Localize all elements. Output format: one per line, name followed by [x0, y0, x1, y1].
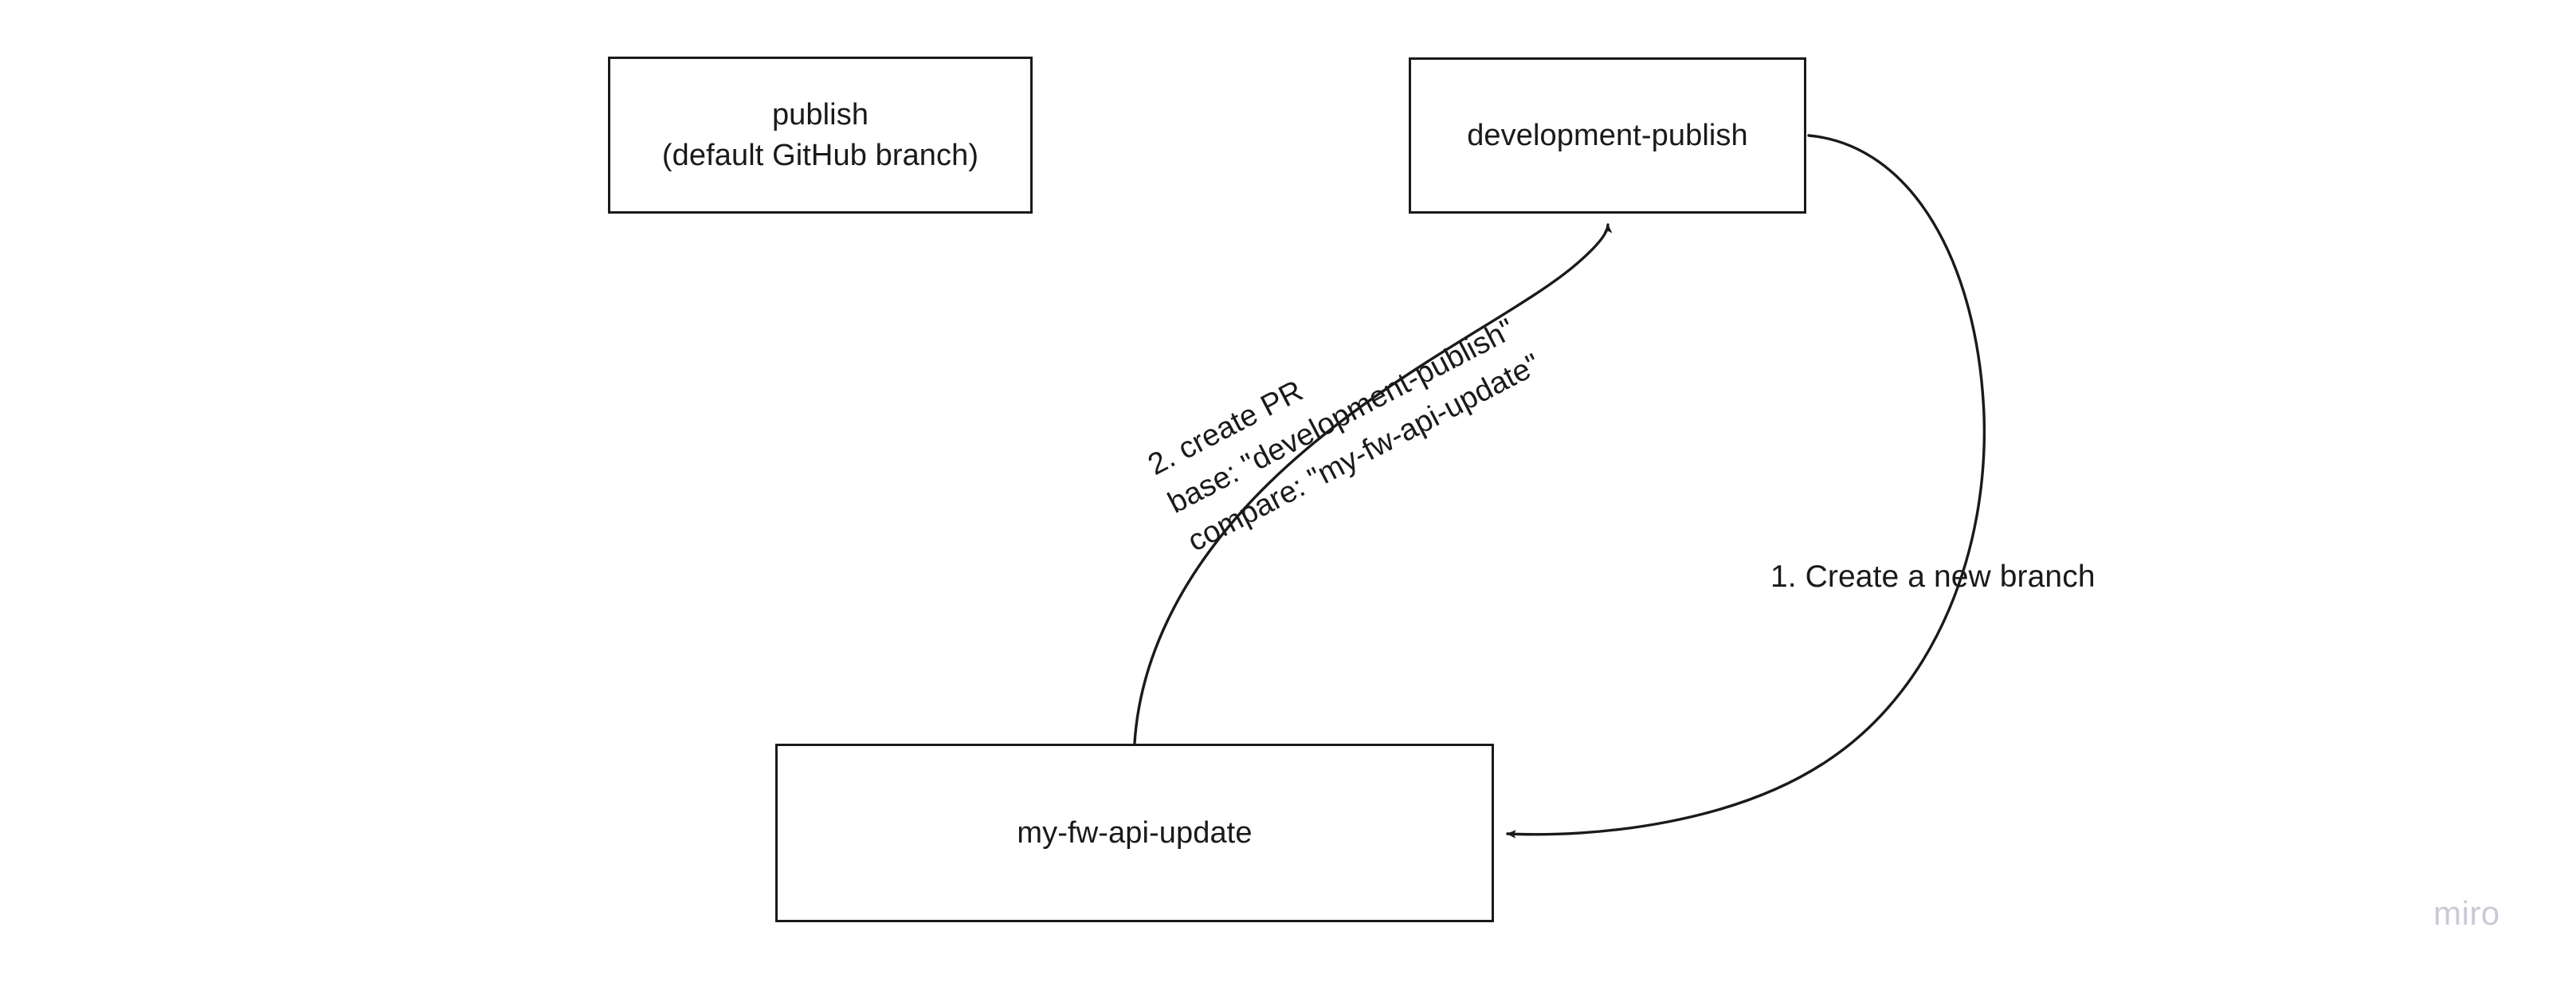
- node-publish[interactable]: publish (default GitHub branch): [608, 57, 1033, 214]
- edge-create-branch-path: [1506, 134, 1986, 839]
- edge-label-create-pr[interactable]: 2. create PR base: "development-publish"…: [1143, 312, 1547, 559]
- node-development-publish[interactable]: development-publish: [1409, 57, 1806, 214]
- node-my-fw-api-update[interactable]: my-fw-api-update: [775, 744, 1494, 922]
- edge-label-create-branch[interactable]: 1. Create a new branch: [1770, 560, 2096, 594]
- miro-watermark: miro: [2433, 894, 2500, 932]
